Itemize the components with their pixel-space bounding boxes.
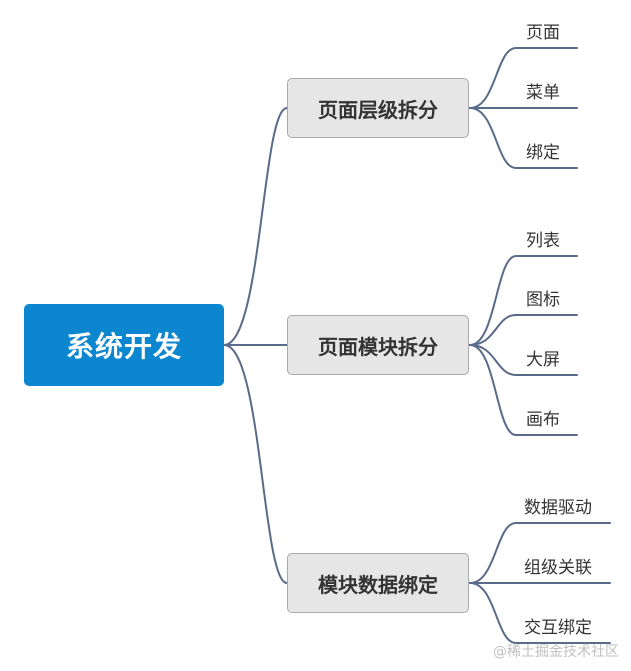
leaf-node: 列表 xyxy=(526,231,560,251)
leaf-node: 组级关联 xyxy=(524,558,592,578)
leaf-node: 图标 xyxy=(526,290,560,310)
leaf-node: 数据驱动 xyxy=(524,498,592,518)
connector-branch-2-leaf-2 xyxy=(469,314,578,346)
connector-root-branch-1 xyxy=(223,107,288,346)
branch-node-page-hierarchy: 页面层级拆分 xyxy=(287,78,469,138)
branch-node-label: 页面模块拆分 xyxy=(318,334,438,359)
watermark-text: @稀土掘金技术社区 xyxy=(493,644,619,660)
leaf-node: 菜单 xyxy=(526,83,560,103)
leaf-node: 交互绑定 xyxy=(524,618,592,638)
leaf-node: 大屏 xyxy=(526,350,560,370)
connector-branch-1-leaf-1 xyxy=(469,47,578,109)
root-node: 系统开发 xyxy=(24,304,224,386)
branch-node-module-data-binding: 模块数据绑定 xyxy=(287,553,469,613)
connector-branch-2-leaf-1 xyxy=(469,255,578,346)
branch-node-label: 页面层级拆分 xyxy=(318,97,438,122)
branch-node-page-modules: 页面模块拆分 xyxy=(287,315,469,375)
connector-branch-3-leaf-3 xyxy=(469,582,611,644)
connector-root-branch-3 xyxy=(223,344,288,584)
connector-branch-2-leaf-3 xyxy=(469,344,578,376)
leaf-node: 画布 xyxy=(526,410,560,430)
branch-node-label: 模块数据绑定 xyxy=(318,572,438,597)
connector-branch-2-leaf-4 xyxy=(469,344,578,436)
connector-branch-3-leaf-1 xyxy=(469,522,611,584)
root-node-label: 系统开发 xyxy=(65,330,182,363)
leaf-node: 绑定 xyxy=(526,143,560,163)
connector-branch-1-leaf-3 xyxy=(469,107,578,169)
leaf-node: 页面 xyxy=(526,23,560,43)
